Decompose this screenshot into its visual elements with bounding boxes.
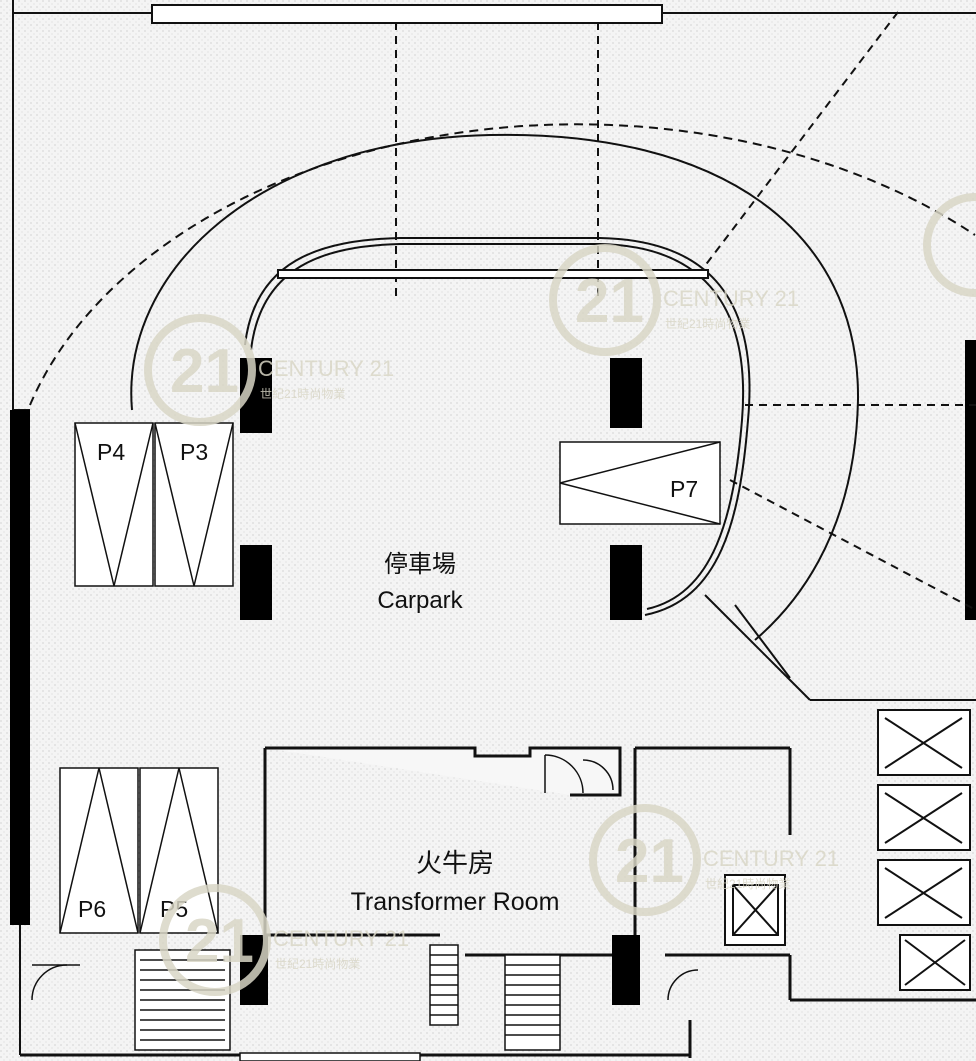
door-swings bbox=[31, 754, 699, 1001]
watermark-logo-partial bbox=[923, 193, 976, 297]
svg-text:世紀21時尚物業: 世紀21時尚物業 bbox=[275, 957, 360, 971]
carpark-label-zh: 停車場 bbox=[384, 551, 456, 578]
svg-text:21: 21 bbox=[185, 907, 254, 976]
watermark-logo: 21 CENTURY 21 世紀21時尚物業 bbox=[589, 804, 839, 916]
lift-shafts bbox=[724, 709, 971, 991]
svg-text:21: 21 bbox=[575, 267, 644, 336]
svg-text:CENTURY 21: CENTURY 21 bbox=[258, 356, 394, 381]
ramp-outline bbox=[29, 11, 976, 701]
svg-text:CENTURY 21: CENTURY 21 bbox=[703, 846, 839, 871]
transformer-label-en: Transformer Room bbox=[351, 888, 560, 916]
bay-label-p6: P6 bbox=[78, 896, 106, 922]
transformer-label-zh: 火牛房 bbox=[416, 848, 494, 878]
svg-text:21: 21 bbox=[615, 827, 684, 896]
transformer-room bbox=[263, 746, 976, 1058]
watermark-logo: 21 CENTURY 21 世紀21時尚物業 bbox=[549, 244, 799, 356]
century21-watermarks: 21 CENTURY 21 世紀21時尚物業 21 CENTURY 21 世紀2… bbox=[144, 193, 976, 996]
structural-columns bbox=[240, 358, 642, 1005]
svg-text:世紀21時尚物業: 世紀21時尚物業 bbox=[665, 317, 750, 331]
svg-text:21: 21 bbox=[170, 337, 239, 406]
svg-text:世紀21時尚物業: 世紀21時尚物業 bbox=[260, 387, 345, 401]
svg-text:CENTURY 21: CENTURY 21 bbox=[663, 286, 799, 311]
bay-label-p4: P4 bbox=[97, 439, 125, 465]
parking-bays-p4-p3 bbox=[74, 422, 234, 587]
bay-label-p7: P7 bbox=[670, 476, 698, 502]
outer-walls bbox=[10, 0, 976, 1057]
watermark-logo: 21 CENTURY 21 世紀21時尚物業 bbox=[159, 884, 409, 996]
parking-bays-p6-p5 bbox=[59, 767, 219, 934]
svg-text:CENTURY 21: CENTURY 21 bbox=[273, 926, 409, 951]
svg-text:世紀21時尚物業: 世紀21時尚物業 bbox=[705, 877, 790, 891]
carpark-label-en: Carpark bbox=[377, 587, 463, 614]
watermark-logo: 21 CENTURY 21 世紀21時尚物業 bbox=[144, 314, 394, 426]
bay-label-p3: P3 bbox=[180, 439, 208, 465]
parking-bay-p7 bbox=[559, 441, 721, 525]
staircases bbox=[134, 944, 561, 1061]
